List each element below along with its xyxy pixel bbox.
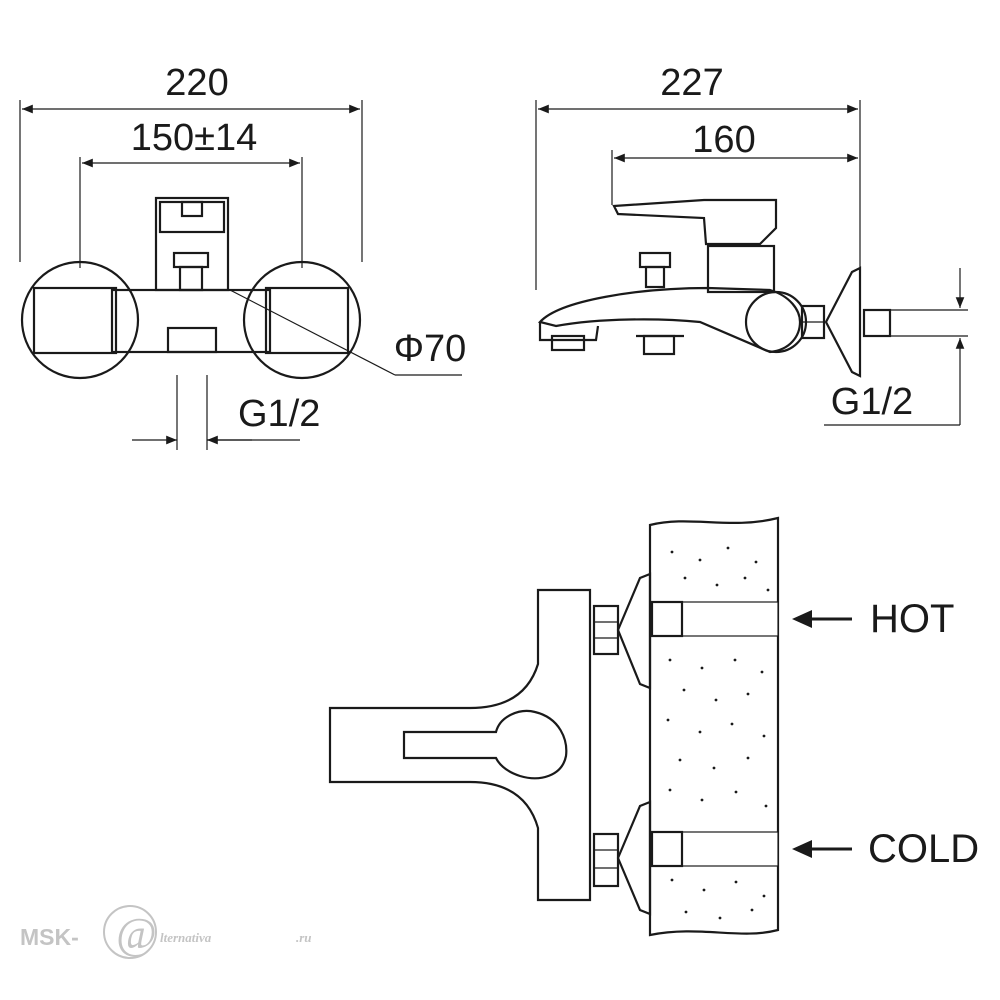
dim-227-label: 227 <box>660 62 723 104</box>
side-escutcheon <box>824 266 862 378</box>
wall-section <box>648 516 780 937</box>
diverter-stem <box>178 265 204 292</box>
watermark-at-glyph: @ <box>116 909 156 958</box>
dimension-160: 160 <box>611 119 858 205</box>
spout-aerator <box>550 334 586 352</box>
hot-pipe-channel <box>681 601 779 637</box>
left-connector <box>32 286 118 355</box>
left-escutcheon <box>20 260 140 380</box>
diverter-knob <box>172 251 210 269</box>
install-view: HOT COLD <box>328 516 979 937</box>
thread-front-label: G1/2 <box>238 393 320 435</box>
right-connector <box>264 286 350 355</box>
phi-leader <box>229 289 396 376</box>
cold-label: COLD <box>868 827 979 871</box>
thread-side-label: G1/2 <box>831 381 913 423</box>
watermark-brand-right: lternativa <box>160 930 212 945</box>
phi-70-label: Φ70 <box>394 328 467 370</box>
watermark-brand-tld: .ru <box>296 930 312 945</box>
hot-label: HOT <box>870 597 954 641</box>
dimension-150: 150±14 <box>79 117 303 268</box>
dimension-220: 220 <box>19 62 363 262</box>
side-pipe <box>862 308 892 338</box>
side-view: 227 160 <box>535 62 968 426</box>
side-connector <box>744 290 808 354</box>
install-mixer-body <box>328 588 592 902</box>
watermark-brand-left: MSK- <box>20 924 79 950</box>
lever-notch <box>180 200 204 218</box>
spout-tip <box>538 322 600 342</box>
hot-connector <box>592 572 684 690</box>
install-spout-slot <box>402 709 568 780</box>
front-view: 220 150±14 Φ70 <box>19 62 467 450</box>
cold-pipe-channel <box>681 831 779 867</box>
wall-texture <box>666 546 770 920</box>
thread-dimension-front: G1/2 <box>132 375 320 450</box>
side-housing <box>706 244 776 294</box>
mixer-body <box>110 288 272 354</box>
spout-outlet <box>166 326 218 354</box>
cold-arrow <box>792 840 852 858</box>
dim-150-label: 150±14 <box>131 117 258 159</box>
right-escutcheon <box>242 260 362 380</box>
hot-arrow <box>792 610 852 628</box>
lever-handle <box>612 198 778 246</box>
side-diverter-stem <box>644 265 666 289</box>
cold-connector <box>592 800 684 916</box>
spout-body <box>537 286 802 354</box>
side-diverter-knob <box>638 251 672 269</box>
thread-dimension-side: G1/2 <box>824 268 965 426</box>
dim-160-label: 160 <box>692 119 755 161</box>
dimension-227: 227 <box>535 62 861 290</box>
side-outlet <box>642 334 676 356</box>
dim-220-label: 220 <box>165 62 228 104</box>
watermark-circle <box>103 905 157 959</box>
cartridge-housing <box>154 196 230 292</box>
watermark-logo: MSK- @ lternativa .ru <box>20 905 312 959</box>
